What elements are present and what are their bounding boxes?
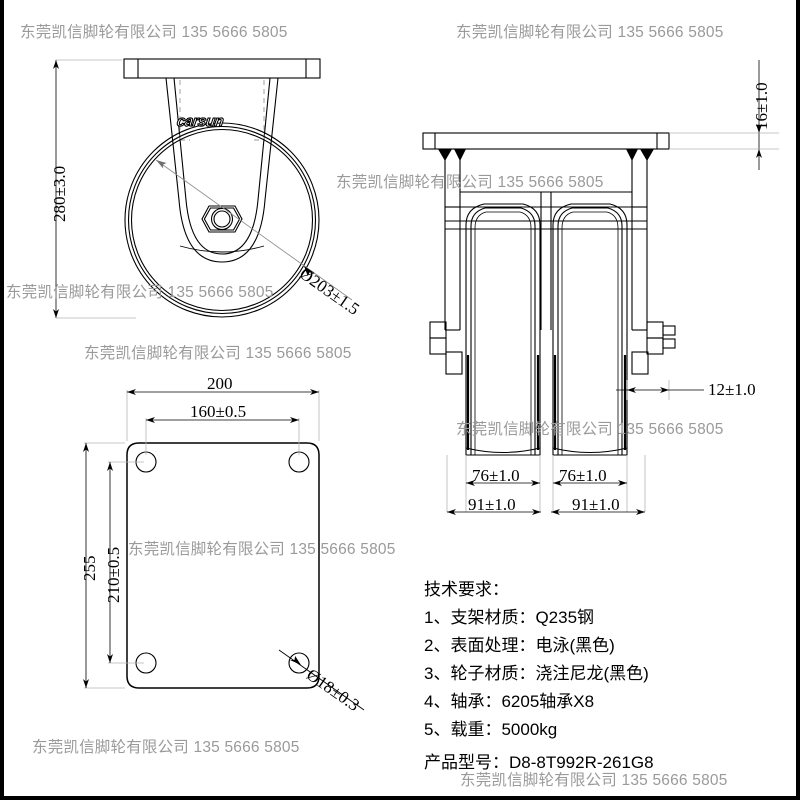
side-view-axle-nut <box>201 205 243 233</box>
dimension-plate-thickness-label: 16±1.0 <box>752 82 771 130</box>
watermark-text: 东莞凯信脚轮有限公司 135 5666 5805 <box>456 421 724 438</box>
side-view-hidden-lines <box>179 80 265 141</box>
note-item-2: 2、表面处理：电泳(黑色) <box>424 636 615 655</box>
dimension-wheel-diameter-leader <box>155 159 353 301</box>
watermark-text: 东莞凯信脚轮有限公司 135 5666 5805 <box>460 772 728 789</box>
dimension-plate-thickness <box>669 60 779 170</box>
front-view-wheel-right <box>552 203 628 456</box>
note-item-3: 3、轮子材质：浇注尼龙(黑色) <box>424 664 649 683</box>
side-view-wheel <box>124 122 320 318</box>
dimension-wheel-pitch-right-label: 91±1.0 <box>572 495 620 514</box>
dimension-bolt-spacing-y-label: 210±0.5 <box>104 546 123 603</box>
dimension-edge-offset-label: 12±1.0 <box>708 380 756 399</box>
watermark-text: 东莞凯信脚轮有限公司 135 5666 5805 <box>20 24 288 41</box>
dimension-hole-diameter-leader <box>278 649 365 711</box>
dimension-wheel-pitch-left-label: 91±1.0 <box>468 495 516 514</box>
dimension-wheel-width-right-label: 76±1.0 <box>559 466 607 485</box>
dimension-wheel-width-left-label: 76±1.0 <box>472 466 520 485</box>
front-view-axle-bolt-left <box>429 321 463 375</box>
note-item-1: 1、支架材质：Q235钢 <box>424 608 595 627</box>
note-item-4: 4、轴承：6205轴承X8 <box>424 692 595 711</box>
dimension-edge-offset <box>616 380 704 400</box>
front-view-fork-body <box>444 149 648 330</box>
dimension-plate-height-label: 255 <box>80 555 99 582</box>
watermark-text: 东莞凯信脚轮有限公司 135 5666 5805 <box>6 284 274 301</box>
side-view-fork <box>165 77 279 263</box>
watermark-text: 东莞凯信脚轮有限公司 135 5666 5805 <box>32 739 300 756</box>
dimension-bolt-spacing-x-label: 160±0.5 <box>190 402 247 421</box>
plate-view-bolt-holes <box>135 451 310 674</box>
watermark-text: 东莞凯信脚轮有限公司 135 5666 5805 <box>128 541 396 558</box>
plate-view-outline <box>126 442 320 689</box>
dimension-overall-height <box>53 59 136 319</box>
watermark-text: 东莞凯信脚轮有限公司 135 5666 5805 <box>456 24 724 41</box>
front-view-gussets <box>438 149 654 161</box>
front-view-wheel-left <box>465 203 541 456</box>
notes-title: 技术要求： <box>424 580 509 599</box>
dimension-plate-width-label: 200 <box>207 374 233 393</box>
brand-logo: carsun <box>175 112 225 130</box>
front-view-axle-nut-right <box>631 321 676 375</box>
note-item-5: 5、载重：5000kg <box>424 720 558 739</box>
technical-drawing-linework <box>53 58 779 711</box>
dimension-wheel-widths <box>446 455 646 515</box>
watermark-text: 东莞凯信脚轮有限公司 135 5666 5805 <box>336 174 604 191</box>
product-model: 产品型号：D8-8T992R-261G8 <box>424 753 654 772</box>
dimension-overall-height-label: 280±3.0 <box>50 165 69 222</box>
watermark-text: 东莞凯信脚轮有限公司 135 5666 5805 <box>84 345 352 362</box>
plate-view-dimension-lines <box>83 389 320 689</box>
front-view-mounting-plate <box>422 132 670 150</box>
side-view-mounting-plate <box>123 58 321 79</box>
